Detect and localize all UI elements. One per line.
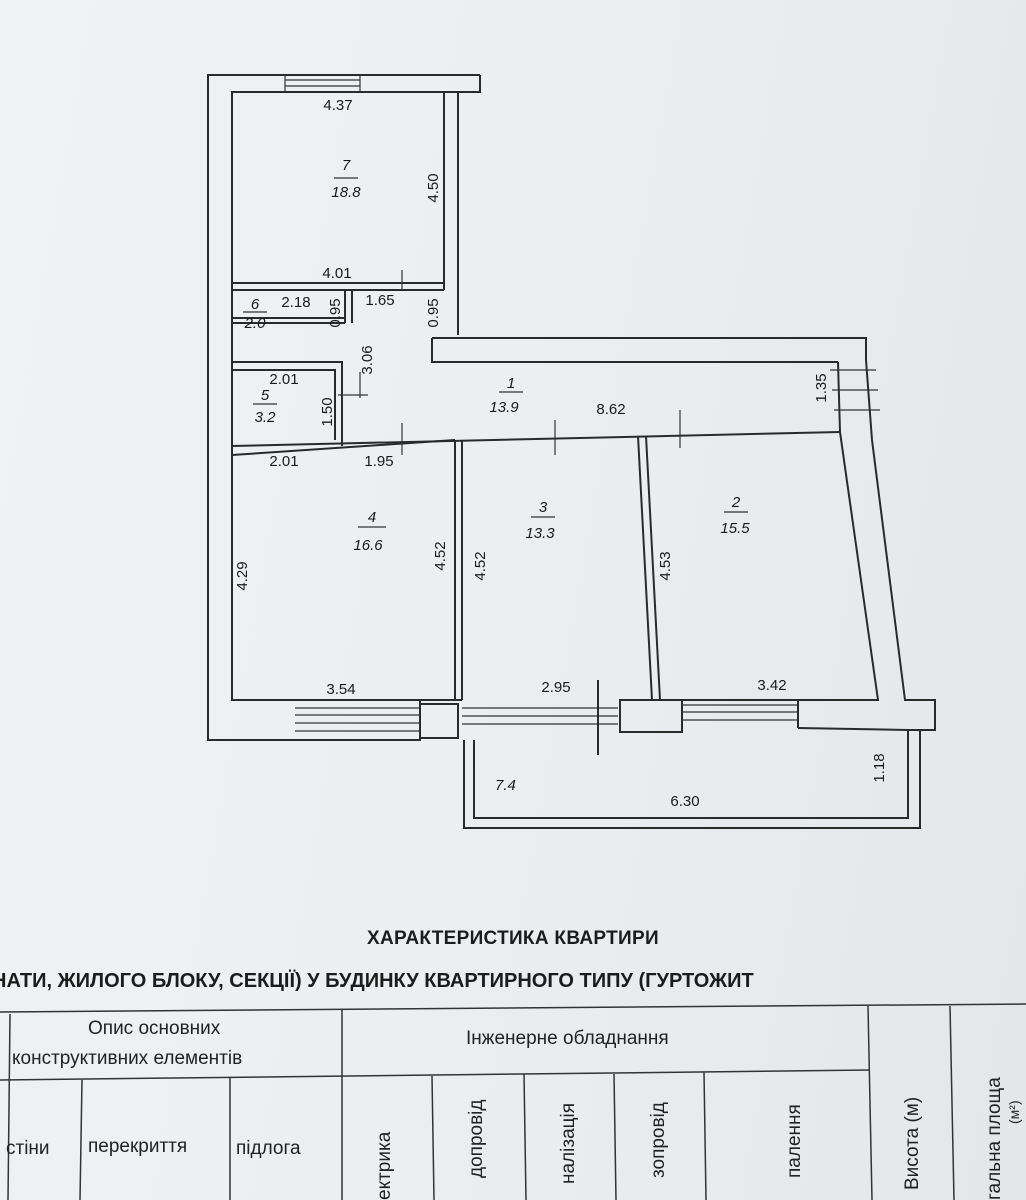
- dim-hall-vertical: 3.06: [359, 345, 376, 374]
- balcony-area: 7.4: [495, 777, 516, 794]
- dim-balcony-length: 6.30: [670, 793, 699, 810]
- room-3-no: 3: [539, 499, 548, 516]
- characteristics-table: [0, 1003, 1026, 1200]
- col-water: допровід: [466, 1099, 487, 1178]
- dim-r4-top-right: 1.95: [364, 453, 393, 470]
- dim-r5-height: 1.50: [319, 397, 336, 426]
- dim-hall-upper-width: 1.65: [365, 292, 394, 309]
- dim-r3-left: 4.52: [472, 551, 489, 580]
- col-walls: стіни: [6, 1138, 50, 1159]
- dim-r6-height: 0.95: [327, 298, 344, 327]
- col-floor: підлога: [236, 1138, 301, 1159]
- col-gas: зопровід: [648, 1102, 669, 1178]
- room-5-no: 5: [261, 387, 270, 404]
- room-7-no: 7: [342, 157, 351, 174]
- dim-hall-upper-height: 0.95: [425, 298, 442, 327]
- col-heating: палення: [784, 1104, 805, 1178]
- dim-corridor-end: 1.35: [813, 373, 830, 402]
- col-electricity: ектрика: [374, 1131, 395, 1200]
- dim-corridor-length: 8.62: [596, 401, 625, 418]
- dim-r4-bottom: 3.54: [326, 681, 355, 698]
- col-total-area: гальна площа: [984, 1077, 1005, 1200]
- header-structure-group-line2: конструктивних елементів: [12, 1048, 243, 1069]
- walls: [207, 74, 936, 829]
- col-height: Висота (м): [902, 1096, 923, 1190]
- dim-r2-left: 4.53: [657, 551, 674, 580]
- room-1-no: 1: [507, 375, 515, 392]
- dim-r6-width: 2.18: [281, 294, 310, 311]
- room-5-area: 3.2: [255, 409, 277, 426]
- table-title: ХАРАКТЕРИСТИКА КВАРТИРИ: [367, 928, 659, 949]
- header-structure-group: Опис основних: [88, 1018, 221, 1039]
- dim-balcony-depth: 1.18: [871, 753, 888, 782]
- dim-r5-top: 2.01: [269, 371, 298, 388]
- floor-plan: 7 18.8 6 2.0 5 3.2 1 13.9 4 16.6 3 13.3 …: [207, 74, 936, 829]
- dimension-labels: 4.37 4.50 4.01 2.18 0.95 1.65 0.95 3.06 …: [234, 97, 888, 810]
- room-2-no: 2: [731, 494, 741, 511]
- dim-r7-top: 4.37: [323, 97, 352, 114]
- dim-r4-right: 4.52: [432, 541, 449, 570]
- header-engineering-group: Інженерне обладнання: [466, 1028, 669, 1049]
- dim-r7-side: 4.50: [425, 173, 442, 202]
- dim-r4-left: 4.29: [234, 561, 251, 590]
- room-7-area: 18.8: [331, 184, 361, 201]
- dim-r7-bottom: 4.01: [322, 265, 351, 282]
- room-3-area: 13.3: [525, 525, 555, 542]
- dim-r3-bottom: 2.95: [541, 679, 570, 696]
- table-subtitle: НАТИ, ЖИЛОГО БЛОКУ, СЕКЦІЇ) У БУДИНКУ КВ…: [0, 970, 754, 992]
- room-1-area: 13.9: [489, 399, 519, 416]
- room-2-area: 15.5: [720, 520, 750, 537]
- dim-r2-bottom: 3.42: [757, 677, 786, 694]
- dim-r4-top-left: 2.01: [269, 453, 298, 470]
- col-total-area-unit: (м²): [1006, 1100, 1022, 1124]
- room-6-area: 2.0: [244, 315, 267, 332]
- room-labels: 7 18.8 6 2.0 5 3.2 1 13.9 4 16.6 3 13.3 …: [243, 157, 750, 794]
- room-4-area: 16.6: [353, 537, 383, 554]
- col-floors: перекриття: [88, 1136, 188, 1157]
- col-sewerage: налізація: [558, 1102, 579, 1184]
- room-4-no: 4: [368, 509, 376, 526]
- room-6-no: 6: [251, 296, 260, 313]
